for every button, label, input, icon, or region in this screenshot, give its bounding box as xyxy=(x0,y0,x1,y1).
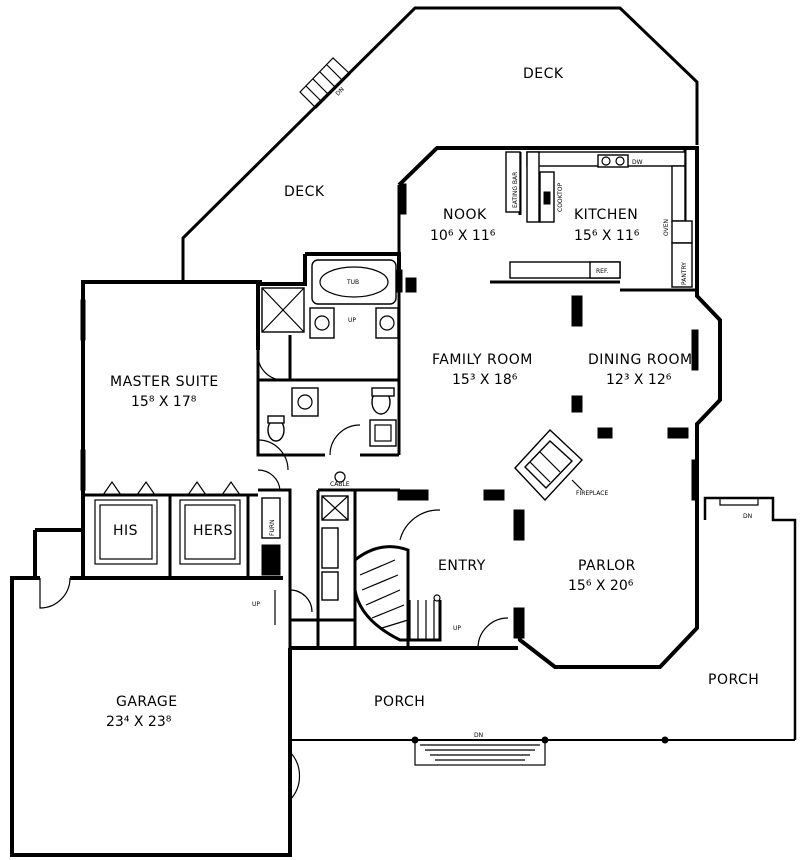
house-walls xyxy=(81,146,722,669)
fireplace-label: FIREPLACE xyxy=(576,490,608,497)
deck-stairs: DN xyxy=(299,57,351,109)
kitchen-name: KITCHEN xyxy=(574,207,638,223)
cooktop-label: COOKTOP xyxy=(557,183,564,212)
columns xyxy=(397,183,699,639)
oven-label: OVEN xyxy=(663,219,670,236)
kitchen-size: 15⁶ X 11⁶ xyxy=(574,228,640,244)
bath-fixtures: TUB UP xyxy=(257,259,399,491)
right-porch-label: PORCH xyxy=(708,672,759,688)
eating-bar-label: EATING BAR xyxy=(512,172,519,208)
dining-room-size: 12³ X 12⁶ xyxy=(606,372,672,388)
parlor-name: PARLOR xyxy=(578,558,636,574)
master-windows xyxy=(80,269,403,491)
hers-closet-label: HERS xyxy=(193,523,233,539)
nook-name: NOOK xyxy=(443,207,487,223)
family-room-name: FAMILY ROOM xyxy=(432,352,533,368)
front-porch-label: PORCH xyxy=(374,694,425,710)
utility-fixtures: FURN CABLE UP xyxy=(252,471,350,608)
fireplace: FIREPLACE xyxy=(514,429,608,502)
porch-stair-dn: DN xyxy=(474,732,483,739)
pantry-label: PANTRY xyxy=(681,262,688,285)
deck-top-label: DECK xyxy=(523,66,564,82)
tub-label: TUB xyxy=(346,279,359,286)
right-porch-dn: DN xyxy=(743,513,752,520)
room-labels: DECK DECK NOOK 10⁶ X 11⁶ KITCHEN 15⁶ X 1… xyxy=(106,66,759,730)
stair-up-label: UP xyxy=(453,625,461,632)
furn-label: FURN xyxy=(269,520,276,537)
bath-up-label: UP xyxy=(348,317,356,324)
family-room-size: 15³ X 18⁶ xyxy=(452,372,518,388)
kitchen-fixtures: EATING BAR COOKTOP DW OVEN PANTRY REF. xyxy=(490,151,693,288)
deck-stair-dn: DN xyxy=(334,86,345,97)
dw-label: DW xyxy=(632,159,643,166)
garage xyxy=(10,528,313,857)
his-closet-label: HIS xyxy=(113,523,138,539)
porches: DN DN xyxy=(290,496,797,766)
curved-stair: UP xyxy=(353,509,509,649)
parlor-size: 15⁶ X 20⁶ xyxy=(568,578,634,594)
ref-label: REF. xyxy=(596,268,608,275)
garage-size: 23⁴ X 23⁸ xyxy=(106,714,172,730)
garage-name: GARAGE xyxy=(116,694,178,710)
nook-size: 10⁶ X 11⁶ xyxy=(430,228,496,244)
master-suite-name: MASTER SUITE xyxy=(110,374,219,390)
closet-shelves xyxy=(94,480,241,565)
deck-left-label: DECK xyxy=(284,184,325,200)
master-suite-size: 15⁸ X 17⁸ xyxy=(131,394,197,410)
entry-label: ENTRY xyxy=(438,558,486,574)
cable-label: CABLE xyxy=(330,481,350,488)
dining-room-name: DINING ROOM xyxy=(588,352,693,368)
garage-up-label: UP xyxy=(252,601,260,608)
